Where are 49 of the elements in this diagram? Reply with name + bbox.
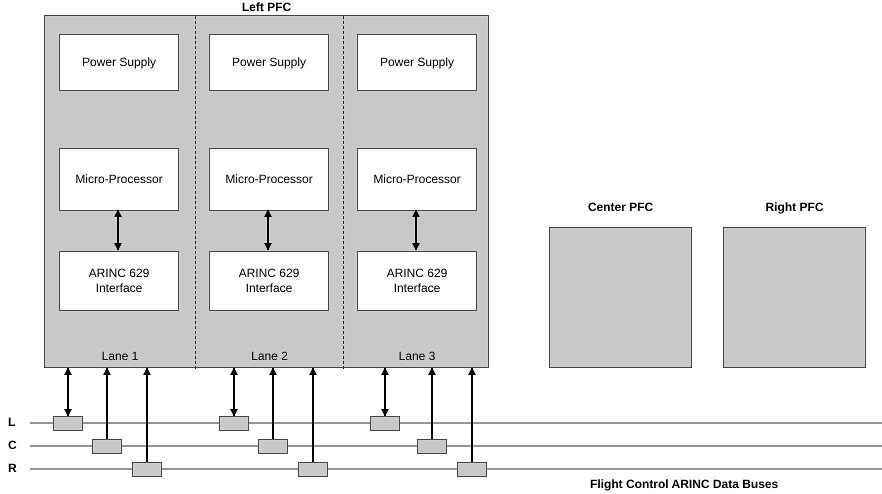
module-box	[357, 251, 477, 311]
module-label: ARINC 629 Interface	[238, 266, 300, 296]
arrow	[309, 367, 317, 462]
bus-label: C	[8, 438, 17, 452]
module-box	[59, 34, 179, 91]
bus-coupler	[53, 416, 83, 431]
bus-coupler	[258, 439, 288, 454]
module-box	[59, 251, 179, 311]
bus-coupler	[370, 416, 400, 431]
module-box	[209, 251, 329, 311]
bus-coupler	[92, 439, 122, 454]
caption-text: Flight Control ARINC Data Buses	[590, 477, 778, 491]
module-box	[59, 148, 179, 211]
module-label: Micro-Processor	[75, 172, 163, 187]
arrow	[64, 367, 72, 417]
module-label: ARINC 629 Interface	[88, 266, 150, 296]
bus-coupler	[298, 462, 328, 477]
lane-label: Lane 1	[100, 349, 140, 363]
arrow	[103, 367, 111, 439]
arrow	[428, 367, 436, 439]
module-box	[209, 34, 329, 91]
module-box	[357, 148, 477, 211]
arrow	[264, 209, 272, 251]
arrow	[230, 367, 238, 417]
arrow	[412, 209, 420, 251]
arrow	[381, 367, 389, 417]
box-title: Center PFC	[586, 200, 654, 214]
module-label: Power Supply	[82, 55, 156, 70]
bus-label: L	[8, 415, 16, 429]
bus-coupler	[132, 462, 162, 477]
arrow	[468, 367, 476, 462]
lane-label: Lane 3	[398, 349, 436, 363]
arrow	[114, 209, 122, 251]
module-label: Micro-Processor	[373, 172, 461, 187]
bus-coupler	[457, 462, 487, 477]
module-label: Power Supply	[232, 55, 306, 70]
box-title: Right PFC	[764, 200, 824, 214]
module-label: Micro-Processor	[225, 172, 313, 187]
bus-coupler	[417, 439, 447, 454]
module-label: ARINC 629 Interface	[386, 266, 448, 296]
module-box	[209, 148, 329, 211]
module-box	[357, 34, 477, 91]
arrow	[143, 367, 151, 462]
arrow	[269, 367, 277, 439]
module-label: Power Supply	[380, 55, 454, 70]
bus-label: R	[8, 461, 17, 475]
lane-label: Lane 2	[250, 349, 289, 363]
bus-coupler	[219, 416, 249, 431]
box-title: Left PFC	[240, 0, 292, 14]
